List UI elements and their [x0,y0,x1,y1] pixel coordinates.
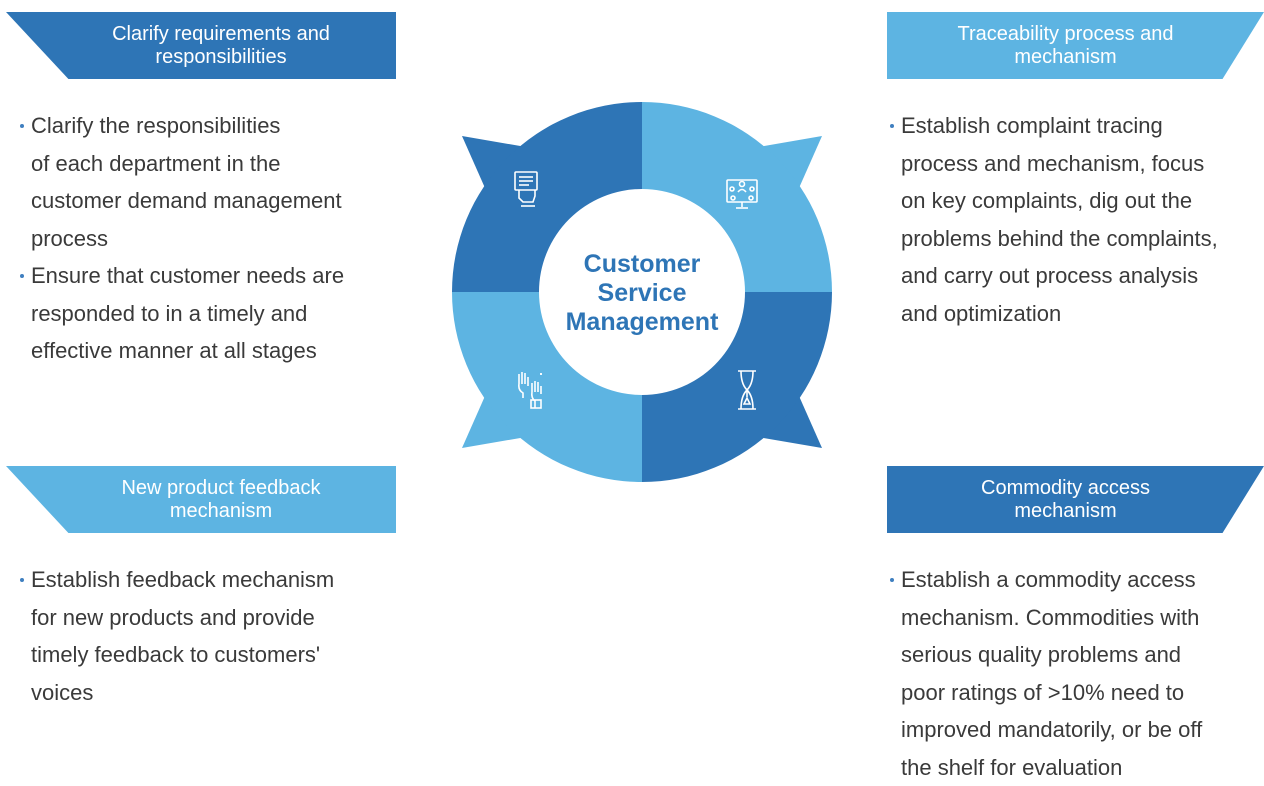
ring-segment-bottom-left [452,292,642,482]
bullet-item: Clarify the responsibilities of each dep… [6,107,406,257]
bullet-item: Establish feedback mechanism for new pro… [6,561,406,711]
bullet-list-traceability: Establish complaint tracing process and … [876,107,1264,332]
bullet-dot [20,124,24,128]
bullet-list-clarify: Clarify the responsibilities of each dep… [6,107,406,370]
center-title-line: Management [565,308,719,336]
bullet-dot [20,274,24,278]
network-monitor-icon [726,179,758,209]
document-hand-icon [514,171,538,207]
bullet-dot [20,578,24,582]
bullet-text: Clarify the responsibilities of each dep… [31,113,342,251]
banner-title: Traceability process and mechanism [957,22,1174,68]
bullet-list-commodity: Establish a commodity access mechanism. … [876,561,1264,786]
bullet-item: Establish a commodity access mechanism. … [876,561,1264,786]
bullet-item: Establish complaint tracing process and … [876,107,1264,332]
bullet-text: Establish complaint tracing process and … [901,113,1218,326]
bullet-text: Establish feedback mechanism for new pro… [31,567,335,705]
bullet-text: Ensure that customer needs are responded… [31,263,345,363]
bullet-item: Ensure that customer needs are responded… [6,257,406,370]
banner-traceability: Traceability process and mechanism [887,12,1264,79]
banner-clarify-requirements: Clarify requirements and responsibilitie… [6,12,396,79]
bullet-list-feedback: Establish feedback mechanism for new pro… [6,561,406,711]
banner-title: New product feedback mechanism [121,476,321,522]
banner-commodity-access: Commodity access mechanism [887,466,1264,533]
banner-title: Clarify requirements and responsibilitie… [112,22,330,68]
banner-title: Commodity access mechanism [981,476,1150,522]
customer-service-ring [452,102,832,482]
bullet-dot [890,124,894,128]
center-title-line: Service [597,279,687,307]
ring-segment-top-left [452,102,642,292]
banner-new-product-feedback: New product feedback mechanism [6,466,396,533]
raised-hands-icon [518,372,542,409]
center-title-line: Customer [583,250,701,278]
ring-segment-top-right [642,102,832,292]
bullet-dot [890,578,894,582]
bullet-text: Establish a commodity access mechanism. … [901,567,1203,780]
hourglass-icon [738,370,756,410]
ring-segment-bottom-right [642,292,832,482]
center-title: Customer Service Management [542,250,742,337]
